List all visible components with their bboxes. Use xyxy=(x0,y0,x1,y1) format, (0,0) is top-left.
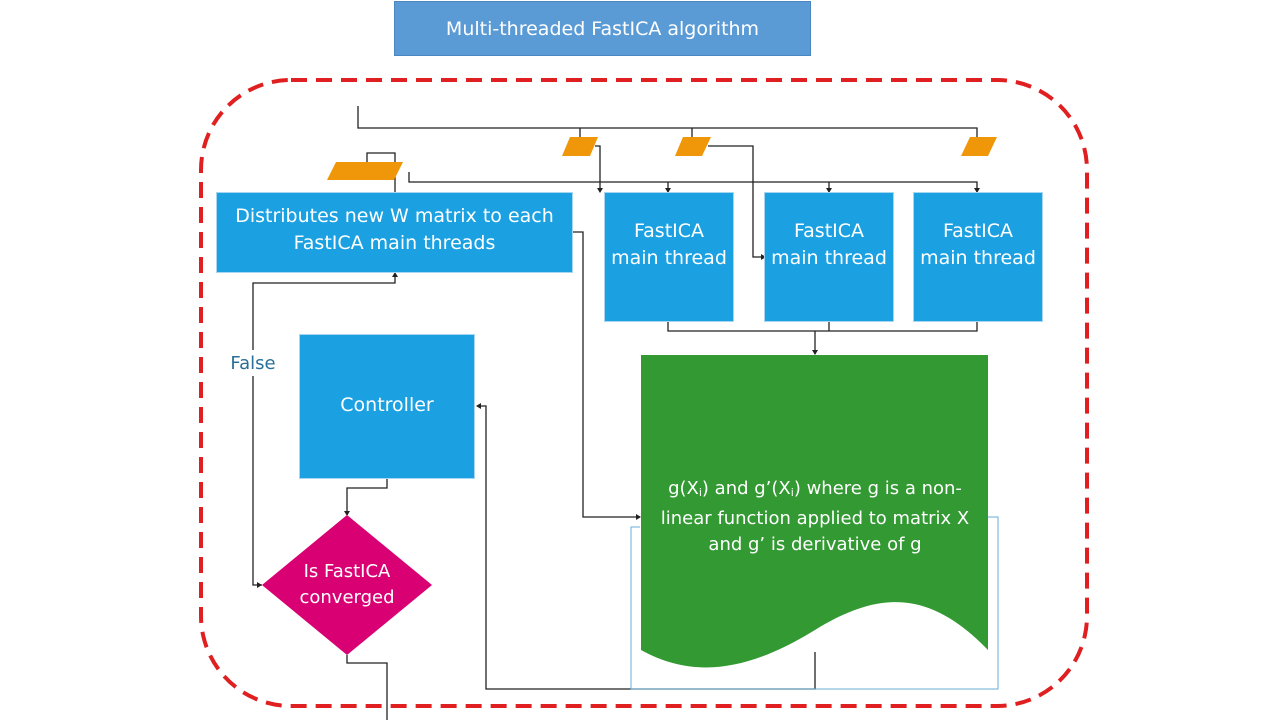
data-block-w xyxy=(327,162,403,180)
thread-box-2: FastICA main thread xyxy=(764,192,894,322)
doc-text-part2: ) and g’(X xyxy=(701,478,791,499)
controller-box: Controller xyxy=(299,334,475,479)
page-title: Multi-threaded FastICA algorithm xyxy=(394,1,811,56)
decision-text: Is FastICA converged xyxy=(299,561,395,608)
document-shape xyxy=(641,355,988,668)
thread-box-3: FastICA main thread xyxy=(913,192,1043,322)
doc-text-part3: ) where g is a non-linear function appli… xyxy=(660,478,970,555)
data-block-2 xyxy=(675,137,711,156)
data-block-1 xyxy=(562,137,598,156)
thread-box-1: FastICA main thread xyxy=(604,192,734,322)
distribute-w-box: Distributes new W matrix to each FastICA… xyxy=(216,192,573,273)
data-block-3 xyxy=(961,137,997,156)
doc-sub-1: i xyxy=(698,486,702,499)
document-bracket xyxy=(630,516,999,690)
distribution-connectors xyxy=(252,106,978,720)
doc-sub-2: i xyxy=(790,486,794,499)
data-parallelograms xyxy=(327,137,997,180)
decision-diamond xyxy=(262,515,432,655)
system-boundary xyxy=(199,78,1089,708)
doc-text-part1: g(X xyxy=(668,478,699,499)
false-label: False xyxy=(228,350,278,376)
arrowheads xyxy=(257,188,980,588)
document-text: g(Xi) and g’(Xi) where g is a non-linear… xyxy=(648,476,982,558)
